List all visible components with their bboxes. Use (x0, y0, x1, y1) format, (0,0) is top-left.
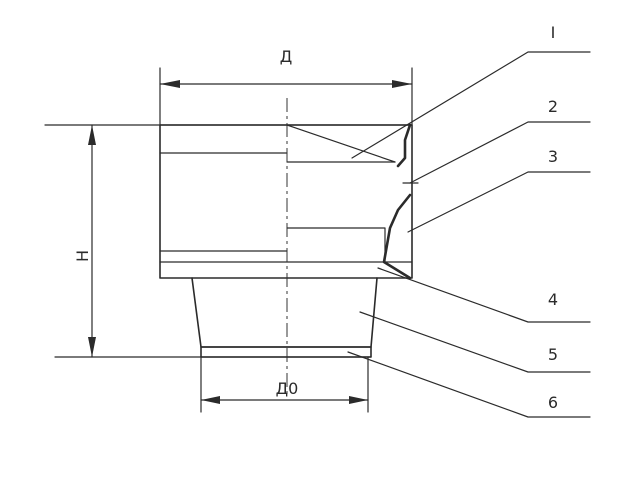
top-dim-arrow-right (392, 80, 412, 88)
frustum-outline (191, 277, 378, 348)
leader-6 (347, 351, 591, 418)
leader-2 (409, 121, 591, 184)
height-arrow-bottom (88, 337, 96, 357)
callout-labels: I 2 3 4 5 6 (548, 23, 558, 412)
lower-edge-curve (382, 193, 412, 280)
base-flange (200, 346, 372, 358)
callout-4: 4 (548, 290, 558, 309)
cap-edge-curve (396, 123, 412, 168)
leader-1 (351, 51, 591, 159)
bottom-dim-arrow-left (201, 396, 220, 404)
callout-2: 2 (548, 97, 558, 116)
leader-5 (359, 311, 591, 373)
callout-1: I (551, 23, 556, 42)
height-dimension: Н (73, 124, 96, 358)
top-width-dimension: Д (159, 47, 413, 126)
upper-housing (159, 123, 419, 280)
callout-6: 6 (548, 393, 558, 412)
lower-frustum (191, 277, 378, 358)
height-label: Н (73, 250, 92, 262)
housing-outline (159, 124, 413, 279)
leader-3 (407, 171, 591, 233)
bottom-dim-arrow-right (349, 396, 368, 404)
top-width-label: Д (280, 47, 293, 66)
inner-right-box (286, 227, 386, 263)
callout-3: 3 (548, 147, 558, 166)
leader-lines (347, 51, 591, 418)
callout-5: 5 (548, 345, 558, 364)
bottom-width-label: Д0 (276, 379, 299, 398)
height-arrow-top (88, 125, 96, 145)
bottom-width-dimension: Д0 (200, 356, 369, 413)
cap-slope-line (286, 124, 396, 163)
leader-4 (377, 267, 591, 323)
top-dim-arrow-left (160, 80, 180, 88)
